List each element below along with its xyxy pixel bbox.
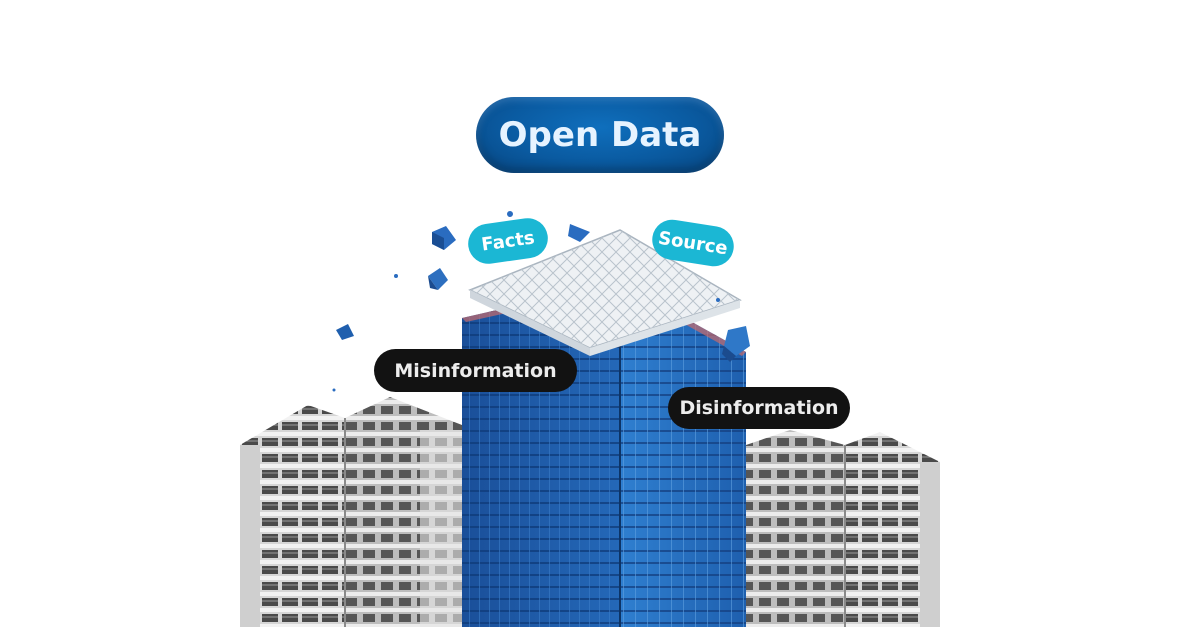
facts-label: Facts [480,226,536,256]
floating-cube-icon [568,224,590,242]
misinformation-label: Misinformation [394,359,557,382]
floating-cube-icon [336,324,354,340]
misinformation-tag: Misinformation [374,349,577,392]
open-data-badge: Open Data [476,97,724,173]
disinformation-tag: Disinformation [668,387,850,429]
tower-building-icon [462,229,746,627]
apartment-building-icon [746,430,940,627]
disinformation-label: Disinformation [679,397,839,419]
source-label: Source [656,227,730,259]
floating-cube-icon [722,326,750,362]
floating-cube-icon [428,268,448,290]
apartment-building-icon [240,397,462,627]
floating-cube-icon [432,226,456,250]
open-data-title: Open Data [498,115,702,155]
